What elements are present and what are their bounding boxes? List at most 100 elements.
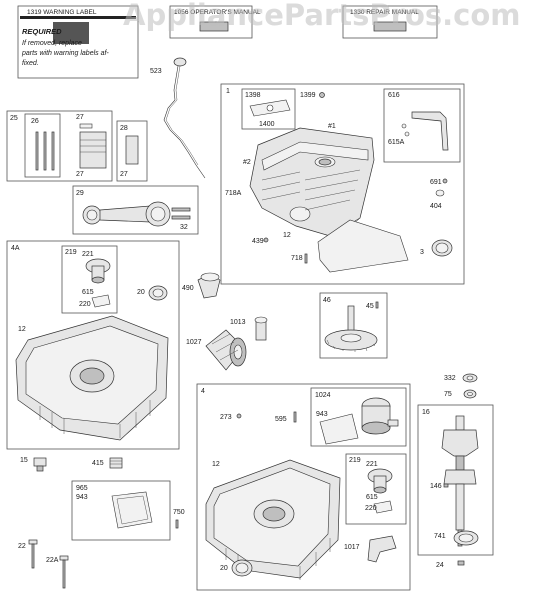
callout-965: 965: [76, 485, 88, 492]
callout-75: 75: [444, 391, 452, 398]
group-28-piston-pin[interactable]: 28 27: [116, 120, 148, 182]
callout-1024: 1024: [315, 392, 331, 399]
callout-26: 26: [31, 118, 39, 125]
callout-4: 4: [201, 388, 205, 395]
callout-415: 415: [92, 460, 104, 467]
camshaft-gear: [324, 305, 378, 352]
callout-22A: 22A: [46, 557, 59, 564]
part-415-plug[interactable]: 415: [92, 457, 123, 469]
warning-label-title: 1319 WARNING LABEL: [27, 9, 97, 16]
part-750[interactable]: 750: [173, 509, 185, 529]
callout-595: 595: [275, 416, 287, 423]
operators-manual-title: 1056 OPERATOR'S MANUAL: [174, 9, 261, 16]
cylinder-1-mark: #1: [328, 123, 336, 130]
callout-1400: 1400: [259, 121, 275, 128]
part-15-drain-plug[interactable]: 15: [20, 457, 47, 472]
callout-1399: 1399: [300, 92, 316, 99]
pump-gasket: [319, 413, 359, 445]
part-75-washer[interactable]: 75: [444, 389, 477, 399]
callout-718A: 718A: [225, 190, 242, 197]
manual-icon: [199, 21, 229, 32]
group-1-cylinder-block[interactable]: 1 1398 1400 1399 616 615A #1 #2 718A 691…: [220, 83, 465, 285]
callout-332: 332: [444, 375, 456, 382]
block-gasket: [317, 219, 409, 273]
callout-273: 273: [220, 414, 232, 421]
callout-3: 3: [420, 249, 424, 256]
warning-line-3: fixed.: [22, 60, 39, 67]
callout-12: 12: [283, 232, 291, 239]
callout-220: 220: [365, 505, 377, 512]
callout-221: 221: [366, 461, 378, 468]
callout-32: 32: [180, 224, 188, 231]
governor-gear-bottom: [367, 468, 393, 494]
callout-490: 490: [182, 285, 194, 292]
group-4A-sump[interactable]: 4A 219 221 615 220 20 12: [6, 240, 180, 450]
part-332-nut[interactable]: 332: [444, 373, 478, 383]
group-16-crankshaft[interactable]: 16 146 741: [417, 404, 494, 556]
warning-label-doc[interactable]: 1319 WARNING LABEL REQUIRED If removed, …: [17, 5, 139, 79]
watermark-text: AppliancePartsPros.com: [123, 0, 520, 32]
callout-404: 404: [430, 203, 442, 210]
group-25-piston-rings[interactable]: 25 26 27 27: [6, 110, 113, 182]
callout-28: 28: [120, 125, 128, 132]
callout-1017: 1017: [344, 544, 360, 551]
group-46-camshaft[interactable]: 46 45: [319, 292, 388, 359]
callout-523: 523: [150, 68, 162, 75]
warning-heading: REQUIRED: [22, 27, 62, 36]
callout-46: 46: [323, 297, 331, 304]
gasket: [111, 491, 153, 529]
sump-casting-bottom: [205, 459, 341, 580]
callout-1398: 1398: [245, 92, 261, 99]
part-24-key[interactable]: 24: [436, 560, 465, 569]
connecting-rod: [82, 201, 171, 227]
piston: [79, 131, 107, 169]
callout-615: 615: [82, 289, 94, 296]
callout-12: 12: [212, 461, 220, 468]
callout-12: 12: [18, 326, 26, 333]
callout-221: 221: [82, 251, 94, 258]
callout-741: 741: [434, 533, 446, 540]
piston-pin: [125, 135, 139, 165]
callout-146: 146: [430, 483, 442, 490]
callout-220: 220: [79, 301, 91, 308]
breather-tube: [411, 111, 449, 151]
group-29-connecting-rod[interactable]: 29 32: [72, 185, 199, 235]
oil-filter: [205, 329, 247, 371]
operators-manual-doc[interactable]: 1056 OPERATOR'S MANUAL: [169, 5, 261, 39]
callout-1013: 1013: [230, 319, 246, 326]
crankshaft: [441, 415, 479, 547]
callout-750: 750: [173, 509, 185, 516]
callout-943: 943: [316, 411, 328, 418]
callout-1027: 1027: [186, 339, 202, 346]
part-1013-filter-nipple[interactable]: 1013: [230, 316, 268, 341]
cylinder-2-mark: #2: [243, 159, 251, 166]
repair-manual-doc[interactable]: 1330 REPAIR MANUAL: [342, 5, 438, 39]
warning-symbol-icon: [53, 22, 89, 44]
callout-718: 718: [291, 255, 303, 262]
callout-16: 16: [422, 409, 430, 416]
repair-manual-title: 1330 REPAIR MANUAL: [350, 9, 419, 16]
callout-615A: 615A: [388, 139, 405, 146]
dipstick-523[interactable]: 523: [150, 57, 206, 179]
callout-616: 616: [388, 92, 400, 99]
callout-27: 27: [76, 171, 84, 178]
sump-casting: [15, 315, 169, 441]
callout-219: 219: [65, 249, 77, 256]
part-22A-bolt[interactable]: 22A: [46, 555, 69, 589]
manual-icon: [373, 21, 407, 32]
callout-615: 615: [366, 494, 378, 501]
callout-4A: 4A: [11, 245, 20, 252]
group-4-sump[interactable]: 4 273 595 1024 943 12 219 221: [196, 383, 411, 591]
part-490-breather[interactable]: 490: [182, 272, 221, 299]
part-22-bolt[interactable]: 22: [18, 539, 38, 569]
callout-439: 439: [252, 238, 264, 245]
oil-pump-bracket: [367, 535, 397, 563]
part-1027-oil-filter[interactable]: 1027: [186, 329, 247, 371]
piston-rings: [35, 131, 55, 171]
group-965-gasket-set[interactable]: 965 943: [71, 480, 171, 541]
governor-gear: [85, 258, 111, 284]
callout-20: 20: [220, 565, 228, 572]
warning-line-1: If removed, replace: [22, 40, 82, 47]
callout-45: 45: [366, 303, 374, 310]
